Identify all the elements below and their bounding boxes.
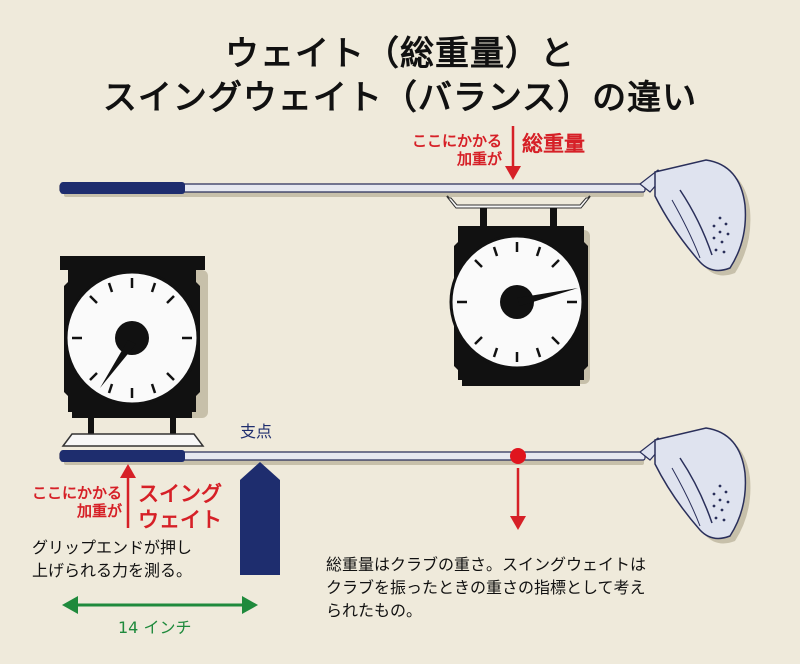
red-arrows xyxy=(120,126,526,530)
swing-weight-label-line-2: ウェイト xyxy=(138,508,222,532)
swing-weight-label-line-1: スイング xyxy=(138,482,222,506)
top-club xyxy=(59,159,751,276)
balance-point-dot xyxy=(510,448,526,464)
top-club-head xyxy=(654,159,747,272)
description-line-3: られたもの。 xyxy=(326,601,423,620)
bottom-load-label-line-2: 加重が xyxy=(76,502,122,520)
bottom-club-grip xyxy=(60,450,185,462)
distance-label: 14 インチ xyxy=(118,618,192,637)
top-scale xyxy=(446,195,591,386)
distance-arrow xyxy=(62,596,258,614)
top-club-grip xyxy=(60,182,185,194)
bottom-scale xyxy=(60,256,208,447)
fulcrum-label: 支点 xyxy=(240,422,273,441)
top-load-label-line-1: ここにかかる xyxy=(411,132,502,150)
title-line-1: ウェイト（総重量）と xyxy=(225,34,575,74)
grip-note-line-2: 上げられる力を測る。 xyxy=(32,561,193,580)
bottom-load-label-line-1: ここにかかる xyxy=(31,484,122,502)
title-line-2: スイングウェイト（バランス）の違い xyxy=(102,78,698,118)
description-line-1: 総重量はクラブの重さ。スイングウェイトは xyxy=(326,555,647,574)
top-load-label-line-2: 加重が xyxy=(456,150,502,168)
fulcrum-post xyxy=(240,462,280,575)
total-weight-label: 総重量 xyxy=(522,132,585,156)
grip-note-line-1: グリップエンドが押し xyxy=(32,538,193,557)
bottom-club-head xyxy=(654,427,747,540)
bottom-club xyxy=(59,427,751,544)
description-line-2: クラブを振ったときの重さの指標として考え xyxy=(326,578,646,597)
